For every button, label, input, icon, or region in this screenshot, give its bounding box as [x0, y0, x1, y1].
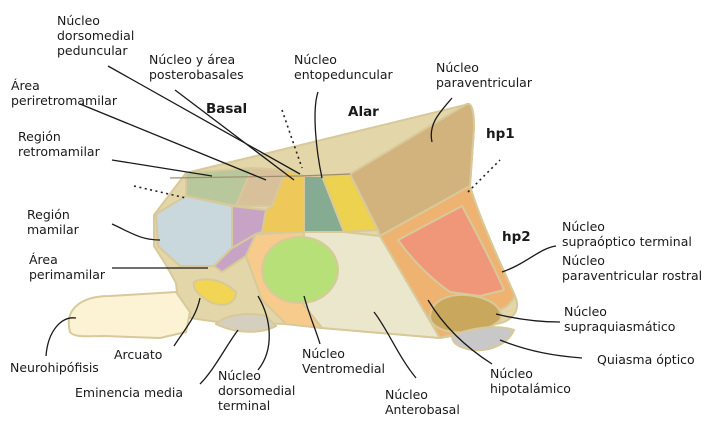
ventromedial-region [262, 237, 338, 303]
label-line: Núcleo [218, 368, 261, 383]
label-line: Región [18, 129, 61, 144]
leader-quiasma [500, 340, 582, 358]
heading-hp1: hp1 [486, 126, 515, 142]
label-line: terminal [218, 398, 270, 413]
label-line: Anterobasal [385, 402, 460, 417]
label-line: Arcuato [114, 347, 162, 362]
regions [69, 104, 517, 350]
label-line: Núcleo [562, 253, 605, 268]
leader-dorsomedial-peduncular [108, 66, 300, 174]
neurohypophysis-region [69, 292, 190, 338]
leader-mamilar [112, 224, 160, 240]
label-line: supraóptico terminal [562, 234, 692, 249]
label-line: paraventricular [436, 75, 533, 90]
label-line: entopeduncular [294, 67, 393, 82]
label-line: Eminencia media [75, 385, 183, 400]
leader-retromamilar [112, 160, 212, 176]
label-line: Núcleo [294, 52, 337, 67]
dotted-line-right [468, 160, 500, 192]
label-line: posterobasales [149, 67, 244, 82]
label-line: Área [11, 78, 40, 93]
label-line: supraquiasmático [564, 319, 675, 334]
label-line: retromamilar [18, 144, 101, 159]
label-line: Núcleo [490, 366, 533, 381]
label-line: hipotalámico [490, 381, 571, 396]
label-line: Región [27, 207, 70, 222]
label-line: perimamilar [29, 267, 106, 282]
label-line: Núcleo [385, 387, 428, 402]
label-line: periretromamilar [11, 93, 118, 108]
label-line: Área [29, 252, 58, 267]
label-line: Núcleo [562, 219, 605, 234]
heading-alar: Alar [348, 104, 379, 120]
label-line: Quiasma óptico [597, 352, 695, 367]
label-arcuato: Arcuato [114, 347, 162, 362]
label-eminencia: Eminencia media [75, 385, 183, 400]
heading-hp2: hp2 [502, 229, 531, 245]
label-line: Ventromedial [302, 361, 385, 376]
label-line: Núcleo [436, 60, 479, 75]
label-line: Núcleo y área [149, 52, 235, 67]
heading-basal: Basal [206, 101, 247, 117]
label-line: paraventricular rostral [562, 268, 702, 283]
mamillary-region [156, 196, 232, 266]
label-line: Neurohipófisis [10, 360, 99, 375]
label-quiasma: Quiasma óptico [597, 352, 695, 367]
label-line: Núcleo [57, 13, 100, 28]
label-line: dorsomedial [218, 383, 295, 398]
label-line: Núcleo [302, 346, 345, 361]
label-line: mamilar [27, 222, 80, 237]
label-neurohipofisis: Neurohipófisis [10, 360, 99, 375]
label-line: dorsomedial [57, 28, 134, 43]
leader-supraoptico [502, 246, 556, 272]
label-line: peduncular [57, 43, 128, 58]
label-line: Núcleo [564, 304, 607, 319]
